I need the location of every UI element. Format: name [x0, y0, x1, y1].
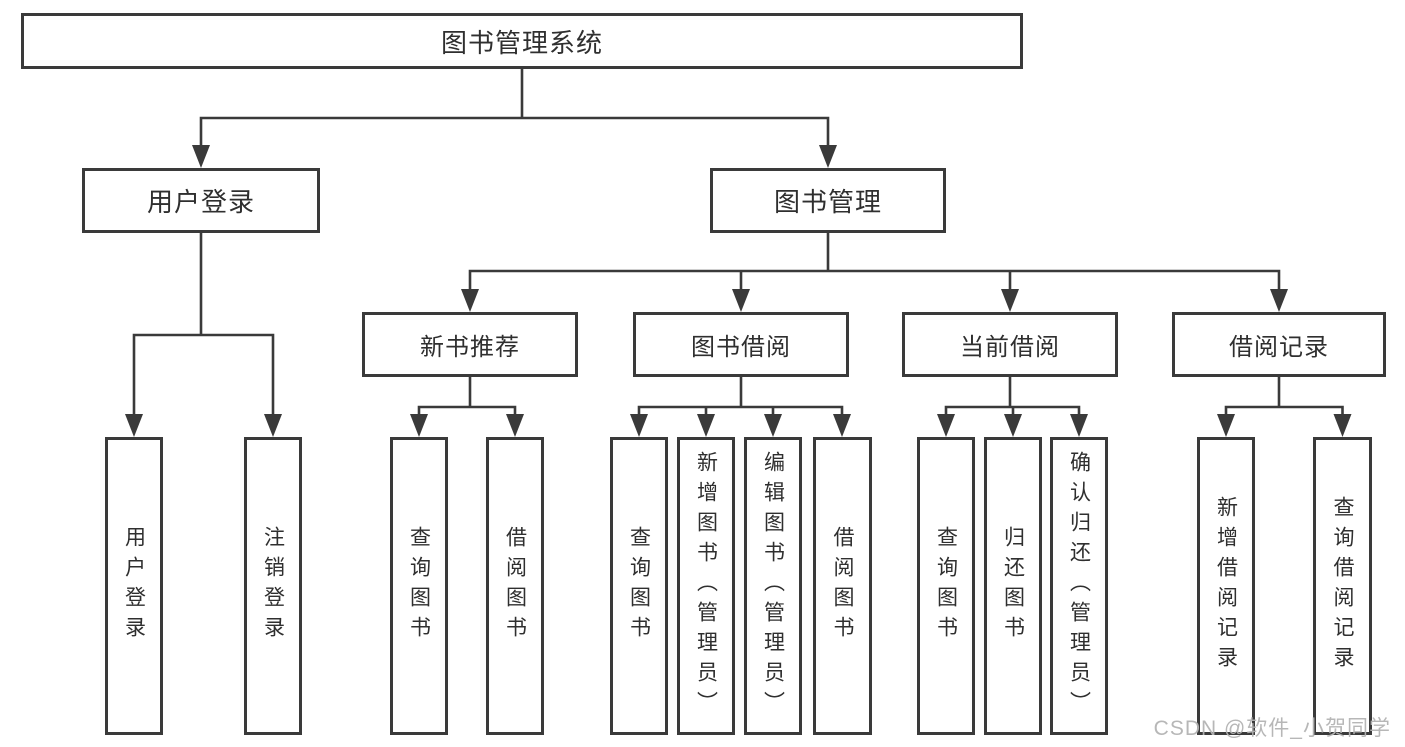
node-label: 图书管理: [773, 187, 882, 217]
node-label: 当前借阅: [960, 334, 1060, 361]
leaf-query-borrow-record: 查询借阅记录: [1313, 437, 1372, 735]
leaf-user-login: 用户登录: [105, 437, 163, 735]
node-current-borrowing: 当前借阅: [902, 312, 1118, 377]
node-label: 图书管理系统: [440, 27, 603, 58]
node-label: 新书推荐: [420, 334, 520, 361]
node-label: 图书借阅: [691, 334, 791, 361]
node-user-login: 用户登录: [82, 168, 320, 233]
leaf-return-books: 归还图书: [984, 437, 1042, 735]
leaf-borrow-books-borrowing: 借阅图书: [813, 437, 872, 735]
leaf-query-books-current: 查询图书: [917, 437, 975, 735]
node-label: 确认归还（管理员）: [1067, 451, 1091, 721]
leaf-query-books-borrowing: 查询图书: [610, 437, 668, 735]
node-label: 新增借阅记录: [1214, 496, 1238, 676]
leaf-logout: 注销登录: [244, 437, 302, 735]
node-label: 查询图书: [627, 526, 651, 646]
node-label: 用户登录: [122, 526, 146, 646]
node-label: 借阅记录: [1229, 334, 1329, 361]
node-new-book-recommendation: 新书推荐: [362, 312, 578, 377]
node-label: 编辑图书（管理员）: [761, 451, 785, 721]
leaf-edit-books-admin: 编辑图书（管理员）: [744, 437, 802, 735]
node-label: 查询图书: [407, 526, 431, 646]
leaf-query-books-recommend: 查询图书: [390, 437, 448, 735]
node-label: 查询借阅记录: [1331, 496, 1354, 676]
leaf-confirm-return-admin: 确认归还（管理员）: [1050, 437, 1108, 735]
csdn-watermark: CSDN @软件_小贺同学: [1153, 717, 1391, 740]
leaf-add-books-admin: 新增图书（管理员）: [677, 437, 735, 735]
node-label: 借阅图书: [831, 526, 854, 646]
leaf-add-borrow-record: 新增借阅记录: [1197, 437, 1255, 735]
node-label: 用户登录: [146, 187, 255, 217]
node-borrowing-records: 借阅记录: [1172, 312, 1386, 377]
node-label: 注销登录: [261, 526, 285, 646]
node-book-borrowing: 图书借阅: [633, 312, 849, 377]
node-label: 归还图书: [1001, 526, 1025, 646]
node-book-management: 图书管理: [710, 168, 946, 233]
leaf-borrow-books-recommend: 借阅图书: [486, 437, 544, 735]
node-label: 查询图书: [934, 526, 958, 646]
node-label: 新增图书（管理员）: [694, 451, 718, 721]
node-label: 借阅图书: [503, 526, 527, 646]
node-library-management-system: 图书管理系统: [21, 13, 1023, 69]
